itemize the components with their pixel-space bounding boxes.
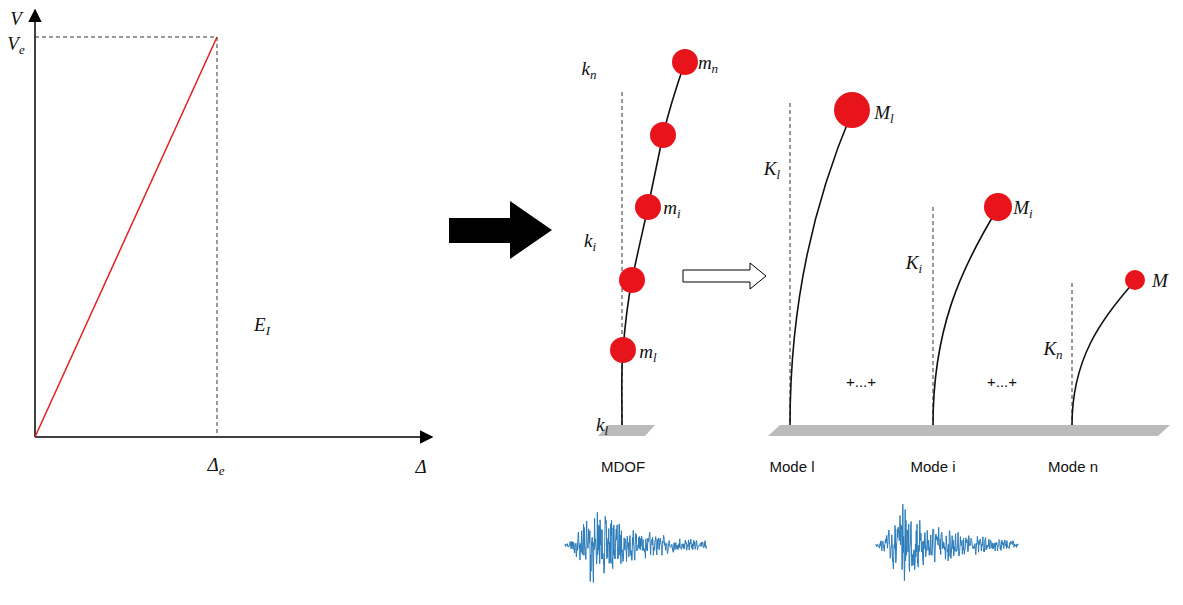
sum-symbol: +...+ [987,374,1017,389]
mass-label: mn [698,53,718,75]
stiffness-label: Ki [906,253,922,275]
seismic-waveform [565,512,707,582]
modal-sdof-models [768,92,1170,436]
mass-label: M [1152,271,1168,290]
axis-value: Ve [7,34,24,56]
mass-label: Ml [874,103,893,125]
stiffness-label: ki [584,231,596,253]
stiffness-label: Kl [764,159,780,181]
stiffness-label: kl [596,415,608,437]
stiffness-label: Kn [1043,339,1062,361]
mass-label: ml [639,342,656,364]
mass-label: Mi [1013,198,1032,220]
axis-label: Δ [415,457,426,476]
mode-caption: Mode n [1048,459,1098,474]
axis-value: Δe [208,455,225,477]
mdof-model [598,49,698,436]
energy-label: EI [254,315,270,337]
sum-symbol: +...+ [846,374,876,389]
mode-caption: Mode i [910,459,955,474]
mass-label: mi [663,198,680,220]
decomposition-arrow [683,263,766,289]
mode-caption: Mode l [769,459,814,474]
force-displacement-chart [35,10,432,437]
transform-arrow [449,201,552,259]
model-caption: MDOF [601,459,645,474]
axis-label: V [10,9,22,28]
stiffness-label: kn [582,59,597,81]
ground-motion-records [565,504,1018,582]
seismic-waveform [876,504,1018,580]
